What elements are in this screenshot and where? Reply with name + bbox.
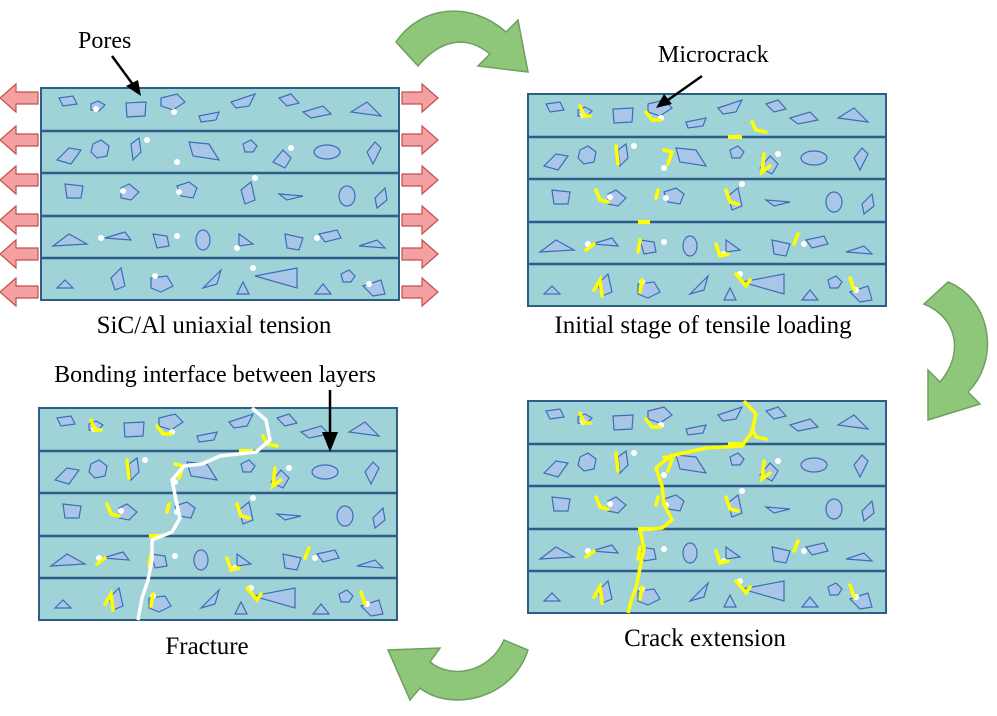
cycle-arrow-bottom [386, 639, 529, 702]
caption-tension: SiC/Al uniaxial tension [97, 312, 332, 339]
caption-crack-extension: Crack extension [624, 625, 786, 652]
pores-pointer-arrow [110, 55, 141, 96]
panel-fracture: Bonding interface between layers Fractur… [37, 362, 399, 660]
cycle-arrows [386, 10, 989, 702]
cycle-arrow-right [922, 281, 989, 422]
bonding-interface-label: Bonding interface between layers [54, 362, 376, 388]
fracture-path [136, 406, 272, 621]
microcrack-pointer-arrow [656, 74, 703, 108]
panel-crack-extension: Crack extension [526, 399, 888, 652]
panel-tension: Pores SiC/Al uniaxial tension [0, 28, 439, 339]
extended-crack-path [626, 399, 758, 614]
caption-initial-stage: Initial stage of tensile loading [554, 312, 852, 339]
bonding-interface-pointer-arrow [322, 390, 338, 452]
cycle-arrow-top [395, 10, 529, 73]
microcrack-label: Microcrack [658, 42, 769, 68]
caption-fracture: Fracture [165, 633, 248, 660]
pores-label: Pores [78, 28, 131, 54]
tension-arrows [0, 82, 439, 308]
panel-initial-stage: Microcrack Initial stage of tensile load… [526, 42, 888, 339]
